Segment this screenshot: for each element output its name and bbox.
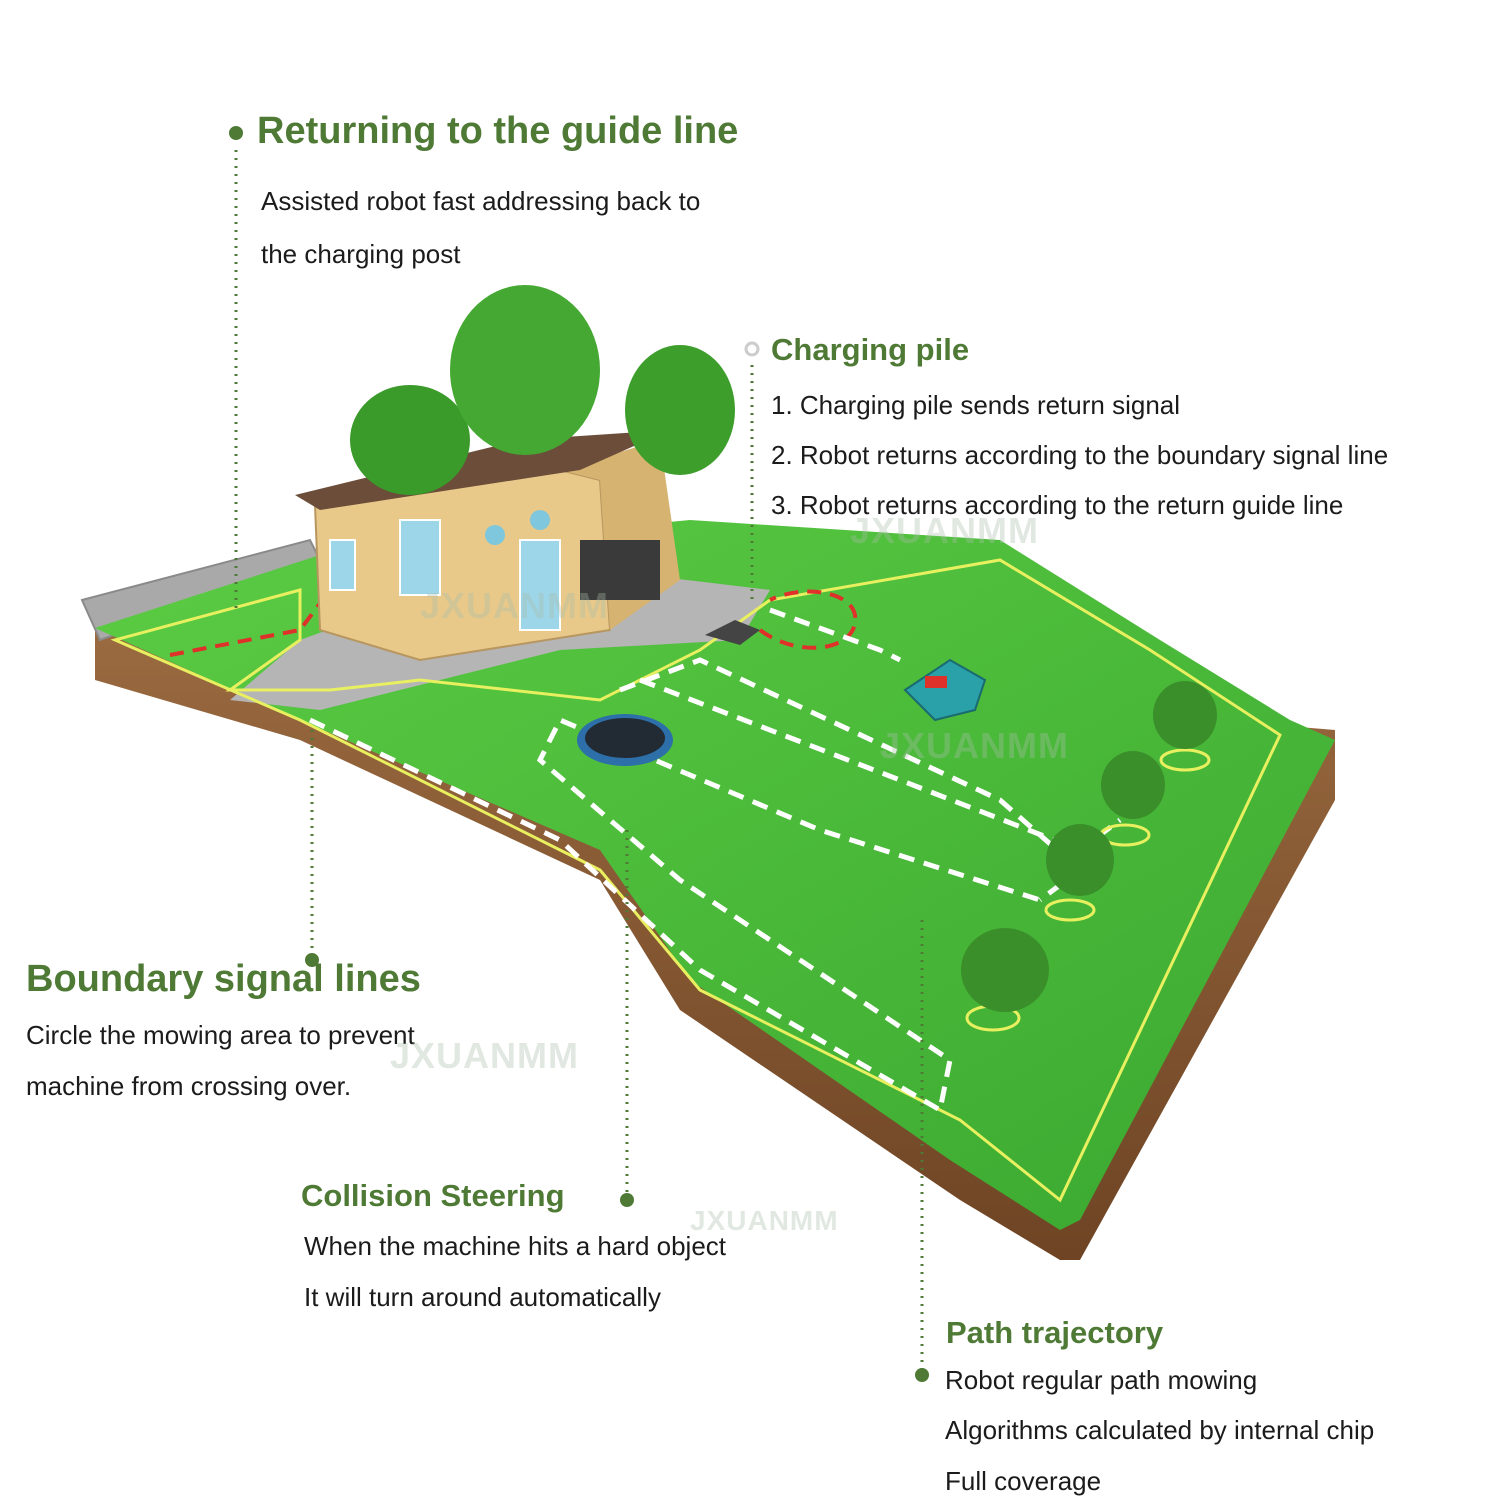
robot-mower [903, 658, 987, 722]
boundary-text-2: machine from crossing over. [26, 1071, 352, 1101]
path-title: Path trajectory [946, 1315, 1164, 1350]
watermark-1: JXUANMM [850, 510, 1040, 551]
boundary-wire [110, 558, 1282, 1203]
guide-line-text-2: the charging post [261, 239, 461, 269]
house [295, 430, 680, 662]
watermark-4: JXUANMM [390, 1035, 580, 1076]
path-text-2: Algorithms calculated by internal chip [945, 1415, 1375, 1445]
watermark-3: JXUANMM [880, 725, 1070, 766]
watermark-5: JXUANMM [690, 1205, 839, 1236]
callout-leaders [234, 150, 924, 1375]
boundary-title: Boundary signal lines [26, 958, 421, 1000]
watermark-2: JXUANMM [420, 585, 610, 626]
trampoline [577, 714, 673, 766]
background-trees [350, 285, 735, 495]
charging-pile-title: Charging pile [771, 332, 970, 367]
callout-dots [229, 126, 929, 1382]
lawn-surface [95, 520, 1335, 1230]
charging-pile-text-2: 2. Robot returns according to the bounda… [771, 440, 1389, 470]
guide-line-text-1: Assisted robot fast addressing back to [261, 186, 701, 216]
path-text-1: Robot regular path mowing [945, 1365, 1258, 1395]
guide-line-title: Returning to the guide line [257, 110, 739, 152]
boundary-text-1: Circle the mowing area to prevent [26, 1020, 415, 1050]
charging-pile-text-1: 1. Charging pile sends return signal [771, 390, 1181, 420]
charging-station [705, 620, 760, 645]
path-text-3: Full coverage [945, 1466, 1102, 1496]
collision-text-2: It will turn around automatically [304, 1282, 661, 1312]
shrubs [961, 681, 1217, 1032]
collision-text-1: When the machine hits a hard object [304, 1231, 727, 1261]
collision-title: Collision Steering [301, 1178, 565, 1213]
charging-pile-text-3: 3. Robot returns according to the return… [771, 490, 1344, 520]
